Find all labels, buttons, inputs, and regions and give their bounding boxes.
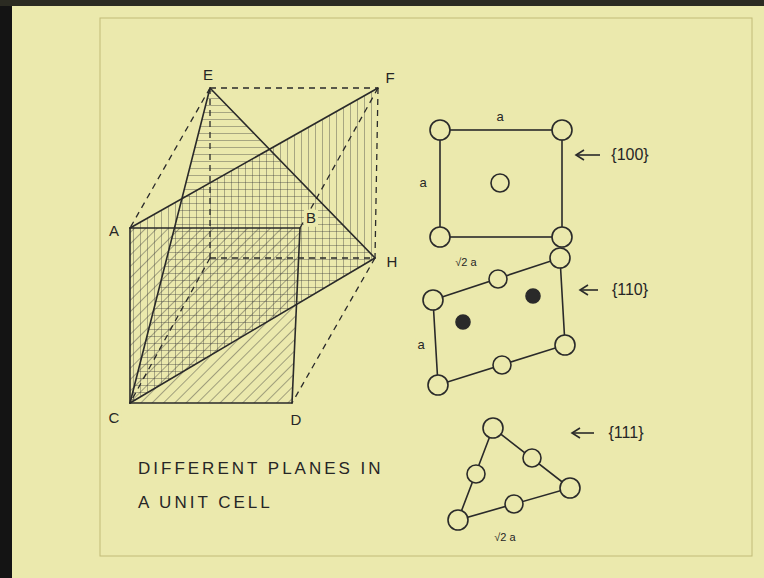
caption-text: DIFFERENT PLANES IN A UNIT CELL [138, 452, 398, 520]
vertex-letter: H [385, 254, 400, 271]
vertex-letter: D [289, 412, 304, 429]
dimension-label: a [415, 338, 426, 352]
vertex-letter: E [201, 67, 215, 84]
vertex-letter: C [107, 410, 122, 427]
dimension-label: √2 a [492, 531, 517, 543]
dimension-label: a [494, 110, 505, 124]
plane-index: {110} [610, 281, 650, 299]
plane-index: {100} [609, 146, 650, 164]
dimension-label: √2 a [453, 256, 478, 268]
vertex-letter: B [304, 210, 318, 227]
plane-index: {111} [606, 424, 645, 442]
dimension-label: a [417, 176, 428, 190]
vertex-letter: F [383, 70, 396, 87]
vertex-letter: A [107, 223, 121, 240]
